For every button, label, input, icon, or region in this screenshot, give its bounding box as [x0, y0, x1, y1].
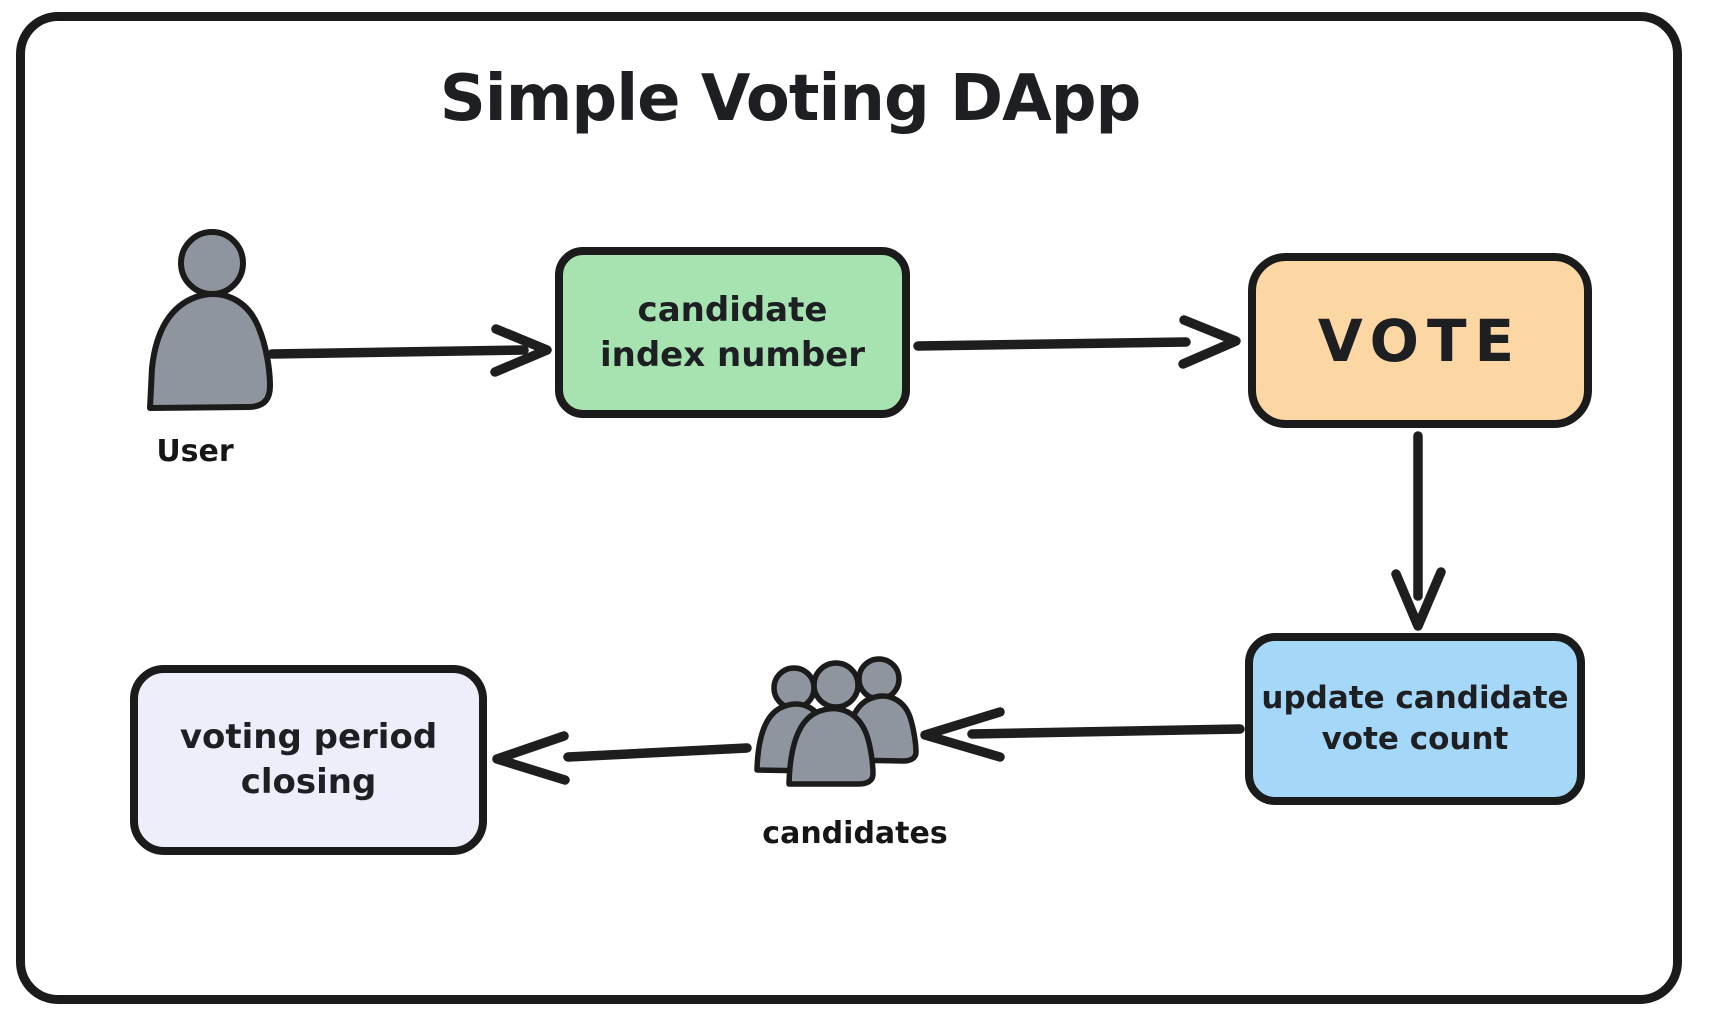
node-update-vote-count: update candidate vote count	[1245, 633, 1585, 805]
node-text-line: voting period	[179, 717, 438, 758]
node-vote-label: VOTE	[1317, 306, 1523, 375]
arrow-update-count-to-candidates	[920, 707, 1245, 762]
node-vote: VOTE	[1248, 253, 1592, 428]
node-text-line: update candidate	[1261, 680, 1569, 717]
node-candidate-index-number: candidate index number	[555, 247, 910, 418]
candidates-group-icon	[754, 656, 919, 787]
user-label: User	[156, 434, 234, 469]
node-voting-period-text: voting period closing	[180, 715, 437, 805]
node-voting-period-closing: voting period closing	[130, 665, 487, 855]
diagram-title: Simple Voting DApp	[439, 62, 1142, 136]
arrow-user-to-candidate-index	[267, 324, 552, 377]
arrow-candidates-to-voting-period	[492, 731, 752, 785]
node-update-vote-count-text: update candidate vote count	[1261, 678, 1568, 760]
arrow-vote-to-update-count	[1391, 431, 1446, 631]
node-text-line: vote count	[1321, 721, 1509, 757]
node-candidate-index-text: candidate index number	[600, 288, 865, 378]
node-text-line: candidate	[637, 289, 828, 330]
candidates-label: candidates	[762, 816, 948, 851]
outer-border	[16, 12, 1682, 1004]
arrow-candidate-index-to-vote	[913, 315, 1241, 369]
user-person-icon	[147, 229, 273, 411]
node-text-line: closing	[240, 762, 377, 802]
node-text-line: index number	[599, 334, 866, 375]
